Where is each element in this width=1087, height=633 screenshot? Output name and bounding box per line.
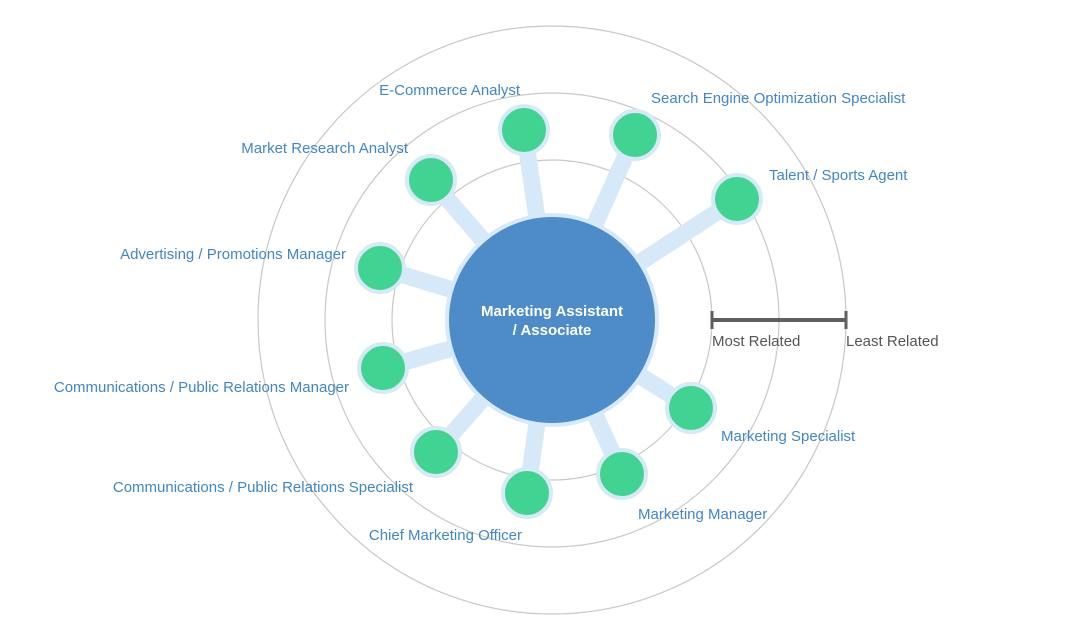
- career-node[interactable]: [711, 173, 763, 225]
- center-node[interactable]: Marketing Assistant / Associate: [445, 213, 659, 427]
- center-label-line-2: / Associate: [513, 322, 592, 339]
- career-label[interactable]: Marketing Manager: [638, 506, 767, 523]
- center-label-line-1: Marketing Assistant: [481, 303, 623, 320]
- career-node[interactable]: [609, 109, 661, 161]
- career-labels: E-Commerce Analyst Search Engine Optimiza…: [54, 82, 908, 544]
- career-label[interactable]: Talent / Sports Agent: [769, 167, 908, 184]
- career-label[interactable]: Marketing Specialist: [721, 428, 856, 445]
- career-label[interactable]: E-Commerce Analyst: [379, 82, 521, 99]
- career-label[interactable]: Advertising / Promotions Manager: [120, 246, 346, 263]
- career-label[interactable]: Chief Marketing Officer: [369, 527, 522, 544]
- career-node[interactable]: [410, 426, 462, 478]
- center-circle[interactable]: [445, 213, 659, 427]
- career-label[interactable]: Search Engine Optimization Specialist: [651, 90, 906, 107]
- career-node[interactable]: [357, 342, 409, 394]
- career-node[interactable]: [354, 242, 406, 294]
- career-label[interactable]: Communications / Public Relations Manage…: [54, 379, 349, 396]
- career-node[interactable]: [665, 382, 717, 434]
- career-node[interactable]: [501, 467, 553, 519]
- career-node[interactable]: [596, 448, 648, 500]
- career-node[interactable]: [405, 154, 457, 206]
- career-label[interactable]: Communications / Public Relations Specia…: [113, 479, 414, 496]
- career-node[interactable]: [498, 104, 550, 156]
- legend-least-related: Least Related: [846, 333, 939, 350]
- legend: Most Related Least Related: [710, 311, 939, 350]
- career-nodes: [354, 104, 763, 519]
- career-label[interactable]: Market Research Analyst: [241, 140, 409, 157]
- legend-most-related: Most Related: [712, 333, 800, 350]
